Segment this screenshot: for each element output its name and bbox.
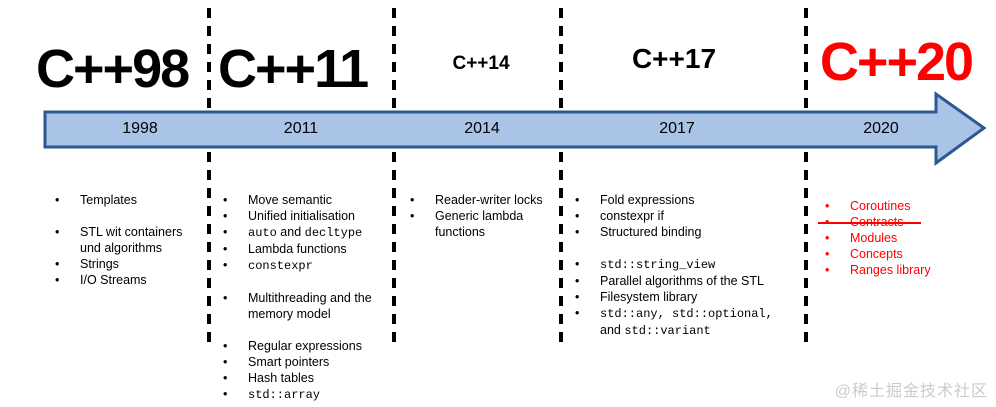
version-label-cpp17: C++17 <box>631 43 717 74</box>
code-text: std::string_view <box>600 258 716 272</box>
feature-item: Move semantic <box>216 192 396 208</box>
divider-line <box>804 8 808 348</box>
code-text: auto <box>248 226 277 240</box>
feature-item: Concepts <box>818 246 994 262</box>
feature-item: Hash tables <box>216 370 396 386</box>
feature-item: Templates <box>48 192 216 208</box>
code-text: std::any, std::optional, <box>600 307 773 321</box>
feature-item: Generic lambda functions <box>403 208 561 240</box>
feature-text: Contracts <box>850 215 904 229</box>
feature-text: and <box>600 323 625 337</box>
feature-item: Smart pointers <box>216 354 396 370</box>
feature-text: Fold expressions <box>600 193 695 207</box>
feature-item: Strings <box>48 256 216 272</box>
year-label: 2011 <box>283 120 319 137</box>
feature-item: std::any, std::optional,and std::variant <box>568 305 806 339</box>
watermark-text: @稀土掘金技术社区 <box>834 383 988 400</box>
feature-text: memory model <box>248 307 331 321</box>
feature-list-cpp98: TemplatesSTL wit containers und algorithm… <box>48 192 216 288</box>
feature-text: STL wit containers <box>80 225 183 239</box>
feature-item: I/O Streams <box>48 272 216 288</box>
feature-item: Filesystem library <box>568 289 806 305</box>
feature-text: Strings <box>80 257 119 271</box>
feature-list-cpp17: Fold expressions constexpr if Structured b… <box>568 192 806 339</box>
feature-item: Reader-writer locks <box>403 192 561 208</box>
feature-list-cpp11: Move semanticUnified initialisationauto … <box>216 192 396 403</box>
feature-text: Move semantic <box>248 193 333 207</box>
feature-item: Ranges library <box>818 262 994 278</box>
divider-line <box>207 8 211 348</box>
feature-text: constexpr if <box>600 209 664 223</box>
feature-text: und algorithms <box>80 241 162 255</box>
feature-item: std::array <box>216 386 396 403</box>
feature-text: Ranges library <box>850 263 931 277</box>
feature-text: Reader-writer locks <box>435 193 543 207</box>
divider-line <box>559 8 563 348</box>
feature-text: I/O Streams <box>80 273 147 287</box>
feature-item: Coroutines <box>818 198 994 214</box>
feature-text: functions <box>435 225 486 239</box>
year-label: 1998 <box>122 120 158 137</box>
feature-text: Regular expressions <box>248 339 362 353</box>
version-label-cpp14: C++14 <box>452 53 510 74</box>
feature-item: Contracts <box>818 214 994 230</box>
version-label-cpp98: C++98 <box>36 39 190 99</box>
feature-text: Hash tables <box>248 371 315 385</box>
feature-text: Concepts <box>850 247 903 261</box>
feature-text: Parallel algorithms of the STL <box>600 274 764 288</box>
code-text: std::variant <box>624 324 711 338</box>
divider-line <box>392 8 396 348</box>
feature-text: Coroutines <box>850 199 911 213</box>
feature-item: Lambda functions <box>216 241 396 257</box>
feature-text: Lambda functions <box>248 242 347 256</box>
feature-item: Multithreading and the memory model <box>216 290 396 322</box>
feature-item: Modules <box>818 230 994 246</box>
feature-item: Regular expressions <box>216 338 396 354</box>
version-label-cpp11: C++11 <box>218 39 369 99</box>
feature-item: constexpr <box>216 257 396 274</box>
feature-text: Generic lambda <box>435 209 524 223</box>
feature-text: Smart pointers <box>248 355 330 369</box>
feature-list-cpp14: Reader-writer locksGeneric lambda functio… <box>403 192 561 240</box>
year-label: 2020 <box>863 120 899 137</box>
feature-text: Filesystem library <box>600 290 698 304</box>
feature-text: and <box>276 225 305 239</box>
feature-item: Unified initialisation <box>216 208 396 224</box>
feature-item: Structured binding <box>568 224 806 240</box>
feature-list-cpp20: CoroutinesContractsModulesConceptsRanges… <box>818 198 994 278</box>
code-text: constexpr <box>248 259 313 273</box>
version-label-cpp20: C++20 <box>819 32 974 92</box>
feature-text: Templates <box>80 193 137 207</box>
feature-text: Structured binding <box>600 225 702 239</box>
feature-item: std::string_view <box>568 256 806 273</box>
feature-item: constexpr if <box>568 208 806 224</box>
feature-item: Fold expressions <box>568 192 806 208</box>
code-text: decltype <box>304 226 363 240</box>
feature-text: Modules <box>850 231 898 245</box>
feature-text: Multithreading and the <box>248 291 372 305</box>
year-label: 2017 <box>659 120 695 137</box>
feature-text: Unified initialisation <box>248 209 356 223</box>
feature-item: auto and decltype <box>216 224 396 241</box>
feature-item: Parallel algorithms of the STL <box>568 273 806 289</box>
year-label: 2014 <box>464 120 500 137</box>
feature-item: STL wit containers und algorithms <box>48 224 216 256</box>
code-text: std::array <box>248 388 321 402</box>
